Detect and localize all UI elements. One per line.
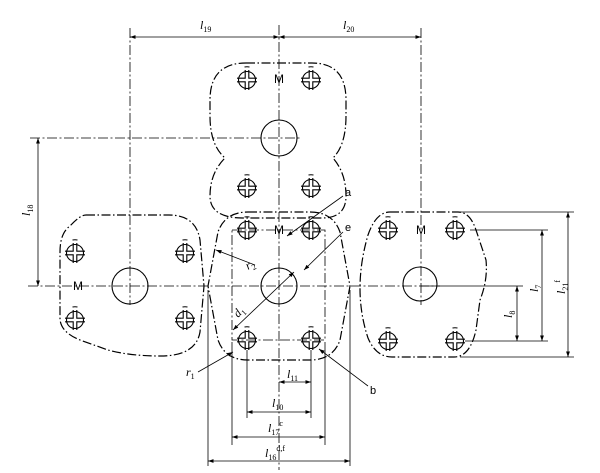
bolt-hole-icon: [64, 306, 86, 331]
marking-left: M: [73, 279, 83, 293]
label-l11: l11: [287, 367, 298, 383]
bolt-hole-icon: [236, 326, 258, 351]
centre-lines: [28, 25, 440, 470]
callout-a: a: [345, 187, 352, 199]
bolt-hole-icon: [444, 327, 466, 352]
bolt-hole-icon: [174, 239, 196, 264]
label-r1: r1: [186, 365, 195, 381]
dimension-labels: l19 l20 l18 l7 l8 l21f l11 l10 l17c l16d…: [19, 18, 570, 462]
callout-b: b: [370, 385, 376, 397]
label-l7: l7: [527, 285, 543, 292]
bolt-hole-icon: [236, 66, 258, 91]
label-l16: l16d,f: [265, 444, 285, 462]
label-l8: l8: [501, 311, 517, 318]
right-flange: M: [359, 211, 487, 358]
bolt-hole-icon: [300, 174, 322, 199]
label-l18: l18: [19, 205, 35, 216]
bolt-hole-icon: [377, 327, 399, 352]
marking-right: M: [416, 223, 426, 237]
bolt-hole-icon: [300, 326, 322, 351]
bolt-hole-icon: [377, 216, 399, 241]
top-flange: M: [209, 62, 347, 219]
label-r2: r2: [243, 256, 259, 274]
left-flange: M: [59, 214, 205, 357]
callout-e: e: [345, 222, 351, 234]
bolt-hole-icon: [236, 174, 258, 199]
bolt-hole-icon: [300, 66, 322, 91]
label-d1: d1: [230, 303, 248, 321]
label-l19: l19: [200, 18, 211, 34]
bolt-hole-icon: [236, 216, 258, 241]
label-l17: l17c: [268, 419, 283, 437]
dimension-lines: [36, 35, 574, 466]
bolt-hole-icon: [64, 239, 86, 264]
label-l21: l21f: [553, 280, 570, 294]
label-l20: l20: [343, 18, 354, 34]
bolt-hole-icon: [174, 306, 196, 331]
bolt-hole-icon: [444, 216, 466, 241]
label-l10: l10: [272, 396, 283, 412]
callouts: a e b: [345, 187, 376, 397]
bolt-hole-icon: [300, 216, 322, 241]
right-flange-bore: [402, 266, 438, 302]
